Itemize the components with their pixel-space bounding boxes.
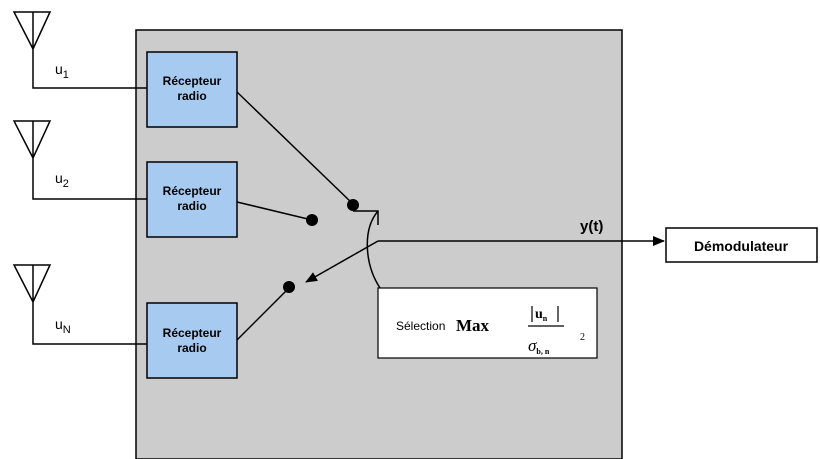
selection-box: Sélection Max un 2 σb, n — [377, 287, 598, 359]
demodulator-box — [665, 227, 818, 263]
denominator-sigma: σb, n — [528, 336, 550, 356]
receiver-n-label-line2: radio — [177, 341, 206, 355]
receiver-n-box — [146, 302, 238, 379]
receiver-2-label-line2: radio — [177, 199, 206, 213]
receiver-n: Récepteur radio — [146, 302, 238, 379]
receiver-1: Récepteur radio — [146, 51, 238, 128]
selection-max: Max — [456, 316, 490, 335]
antenna-2-icon — [12, 120, 147, 200]
receiver-2-box — [146, 161, 238, 238]
selection-control-curve — [366, 210, 381, 289]
switch-contact-n — [283, 281, 295, 293]
receiver-n-label-line1: Récepteur — [163, 326, 222, 340]
receiver-2-label-line1: Récepteur — [163, 184, 222, 198]
antenna-2: u2 — [12, 120, 147, 200]
output-signal-label: y(t) — [580, 218, 603, 235]
antenna-1-icon — [12, 11, 147, 89]
antenna-2-label: u2 — [55, 170, 69, 190]
switch-contact-1 — [347, 199, 359, 211]
demodulator: Démodulateur — [665, 227, 818, 263]
switch-contact-2 — [306, 214, 318, 226]
selection-box-frame — [377, 287, 598, 359]
receiver-n-switch-line — [236, 287, 290, 341]
receiver-1-label-line2: radio — [177, 89, 206, 103]
switch-arm-arrow — [305, 240, 379, 283]
antenna-n: uN — [12, 264, 147, 345]
antenna-n-label: uN — [55, 316, 71, 336]
demodulator-label: Démodulateur — [694, 238, 789, 254]
receiver-1-switch-line — [236, 91, 354, 205]
receiver-2-switch-line — [236, 201, 313, 221]
receiver-1-box — [146, 51, 238, 128]
antenna-n-icon — [12, 264, 147, 345]
receiver-2: Récepteur radio — [146, 161, 238, 238]
numerator-variable: un — [535, 307, 548, 323]
receiver-1-label-line1: Récepteur — [163, 74, 222, 88]
antenna-1-label: u1 — [55, 61, 69, 81]
selection-word: Sélection — [396, 319, 445, 333]
antenna-1: u1 — [12, 11, 147, 89]
exponent: 2 — [580, 332, 585, 343]
